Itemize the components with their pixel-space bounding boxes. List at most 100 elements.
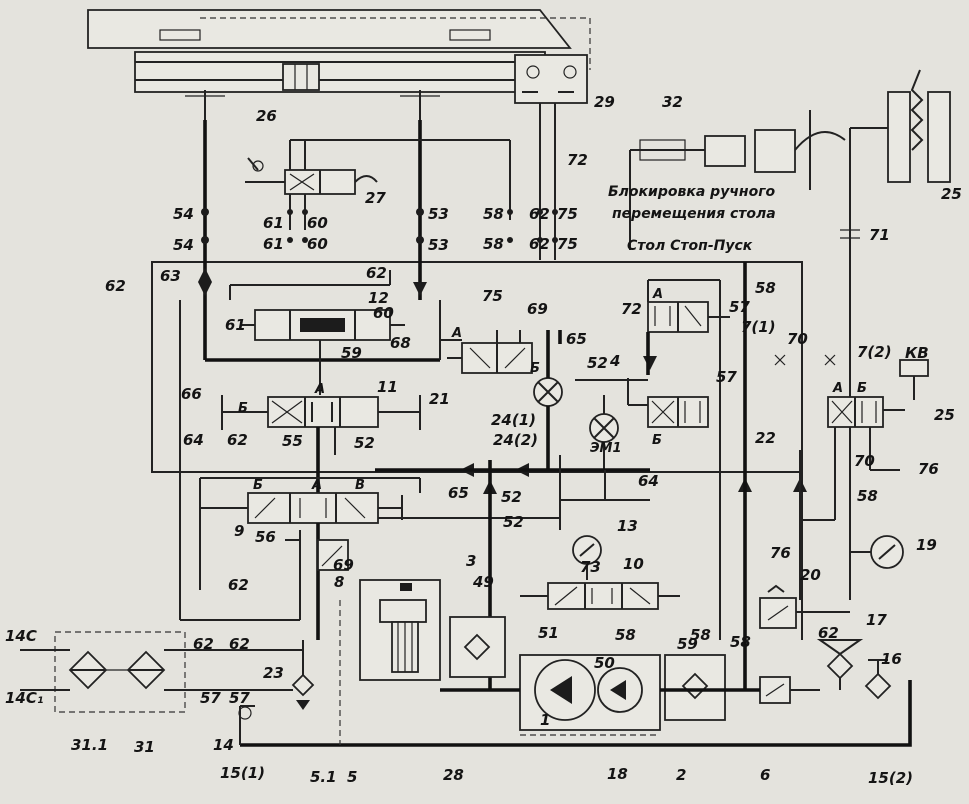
label-component-28: 28 xyxy=(443,766,464,784)
label-component-4: 4 xyxy=(609,352,620,370)
clutch-25 xyxy=(849,69,951,600)
label-component-1: 1 xyxy=(540,711,550,729)
label-port-53a: 53 xyxy=(428,205,449,223)
label-port-61a: 61 xyxy=(263,214,284,232)
label-port-72a: 72 xyxy=(567,151,588,169)
label-component-24-1: 24(1) xyxy=(491,411,536,429)
label-component-7-2: 7(2) xyxy=(857,343,892,361)
label-component-6: 6 xyxy=(760,766,770,784)
manual-lock-assembly-32 xyxy=(629,110,846,250)
label-port-73: 73 xyxy=(580,558,601,576)
label-kv: КВ xyxy=(905,344,929,362)
label-port-b-valve-9: Б xyxy=(253,478,263,493)
throttle-24-1 xyxy=(533,377,563,407)
pressure-gauge-19 xyxy=(870,535,904,569)
label-port-58c: 58 xyxy=(755,279,776,297)
label-port-76a: 76 xyxy=(918,460,939,478)
reversing-valve-12 xyxy=(240,309,405,341)
label-component-25-clutch: 25 xyxy=(941,185,962,203)
label-port-50: 50 xyxy=(594,654,615,672)
label-port-b-valve-7-2: Б xyxy=(857,381,867,396)
label-component-5-1: 5.1 xyxy=(310,768,337,786)
label-component-8: 8 xyxy=(334,573,344,591)
label-port-59b: 59 xyxy=(677,635,698,653)
label-port-65a: 65 xyxy=(566,330,587,348)
label-port-v-valve-9: В xyxy=(355,478,365,493)
label-component-11: 11 xyxy=(377,378,398,396)
label-port-57b: 57 xyxy=(716,368,737,386)
label-port-b-valve-11: Б xyxy=(238,401,248,416)
label-port-62b: 62 xyxy=(366,264,387,282)
label-port-a-valve-9: А xyxy=(311,478,322,493)
label-port-a-valve-21: А xyxy=(451,326,462,341)
filter-2 xyxy=(664,654,726,721)
label-component-9: 9 xyxy=(234,522,244,540)
valve-7-2 xyxy=(827,396,884,428)
label-component-10: 10 xyxy=(623,555,644,573)
filter-17 xyxy=(816,639,864,690)
label-port-55: 55 xyxy=(282,432,303,450)
label-port-a-valve-11: А xyxy=(314,382,325,397)
label-component-7-1: 7(1) xyxy=(741,318,776,336)
label-component-19: 19 xyxy=(916,536,937,554)
machine-table xyxy=(87,9,591,93)
label-port-57c: 57 xyxy=(200,689,221,707)
label-port-59a: 59 xyxy=(341,344,362,362)
label-component-14: 14 xyxy=(213,736,234,754)
label-component-25-switch: 25 xyxy=(934,406,955,424)
label-port-61b: 61 xyxy=(263,235,284,253)
label-component-13: 13 xyxy=(617,517,638,535)
label-port-60b: 60 xyxy=(307,235,328,253)
label-port-66: 66 xyxy=(181,385,202,403)
label-port-62h: 62 xyxy=(529,205,550,223)
throttle-21 xyxy=(447,330,533,374)
label-port-58g: 58 xyxy=(730,633,751,651)
label-component-29: 29 xyxy=(594,93,615,111)
accumulator-5 xyxy=(359,579,441,681)
label-port-61c: 61 xyxy=(225,316,246,334)
valve-11 xyxy=(267,396,379,428)
label-port-51: 51 xyxy=(538,624,559,642)
label-port-75b: 75 xyxy=(557,235,578,253)
pilot-valve-27 xyxy=(245,157,378,195)
valve-22 xyxy=(647,396,709,428)
valve-6 xyxy=(759,676,791,704)
label-component-14c1: 14C₁ xyxy=(5,689,43,707)
valve-23 xyxy=(291,673,315,710)
pump-1 xyxy=(519,654,661,731)
label-component-16: 16 xyxy=(881,650,902,668)
valve-7-1 xyxy=(647,301,730,333)
label-port-71: 71 xyxy=(869,226,890,244)
label-component-23: 23 xyxy=(263,664,284,682)
label-port-65b: 65 xyxy=(448,484,469,502)
label-port-52b: 52 xyxy=(501,488,522,506)
label-port-69b: 69 xyxy=(333,556,354,574)
label-port-49: 49 xyxy=(472,573,494,591)
label-port-58f: 58 xyxy=(690,626,711,644)
label-port-68: 68 xyxy=(390,334,411,352)
label-component-2: 2 xyxy=(676,766,686,784)
label-port-a-valve-7-2: А xyxy=(832,381,843,396)
label-port-52d: 52 xyxy=(587,354,608,372)
label-port-64b: 64 xyxy=(638,472,659,490)
label-component-18: 18 xyxy=(607,765,628,783)
label-component-31: 31 xyxy=(134,738,155,756)
label-component-20: 20 xyxy=(800,566,821,584)
label-port-64a: 64 xyxy=(183,431,204,449)
label-port-62d: 62 xyxy=(228,576,249,594)
label-port-b-valve-21: Б xyxy=(530,361,540,376)
label-component-3: 3 xyxy=(466,552,476,570)
label-component-26: 26 xyxy=(256,107,277,125)
label-port-70b: 70 xyxy=(854,452,875,470)
label-component-15-2: 15(2) xyxy=(868,769,913,787)
label-port-b-valve-22: Б xyxy=(652,433,662,448)
relief-valve-20 xyxy=(759,584,797,629)
label-port-72b: 72 xyxy=(621,300,642,318)
label-port-58e: 58 xyxy=(615,626,636,644)
label-component-22: 22 xyxy=(755,429,776,447)
label-port-62a: 62 xyxy=(105,277,126,295)
label-port-54b: 54 xyxy=(173,236,194,254)
valve-10 xyxy=(547,582,659,610)
label-port-57a: 57 xyxy=(729,298,750,316)
label-port-52a: 52 xyxy=(354,434,375,452)
